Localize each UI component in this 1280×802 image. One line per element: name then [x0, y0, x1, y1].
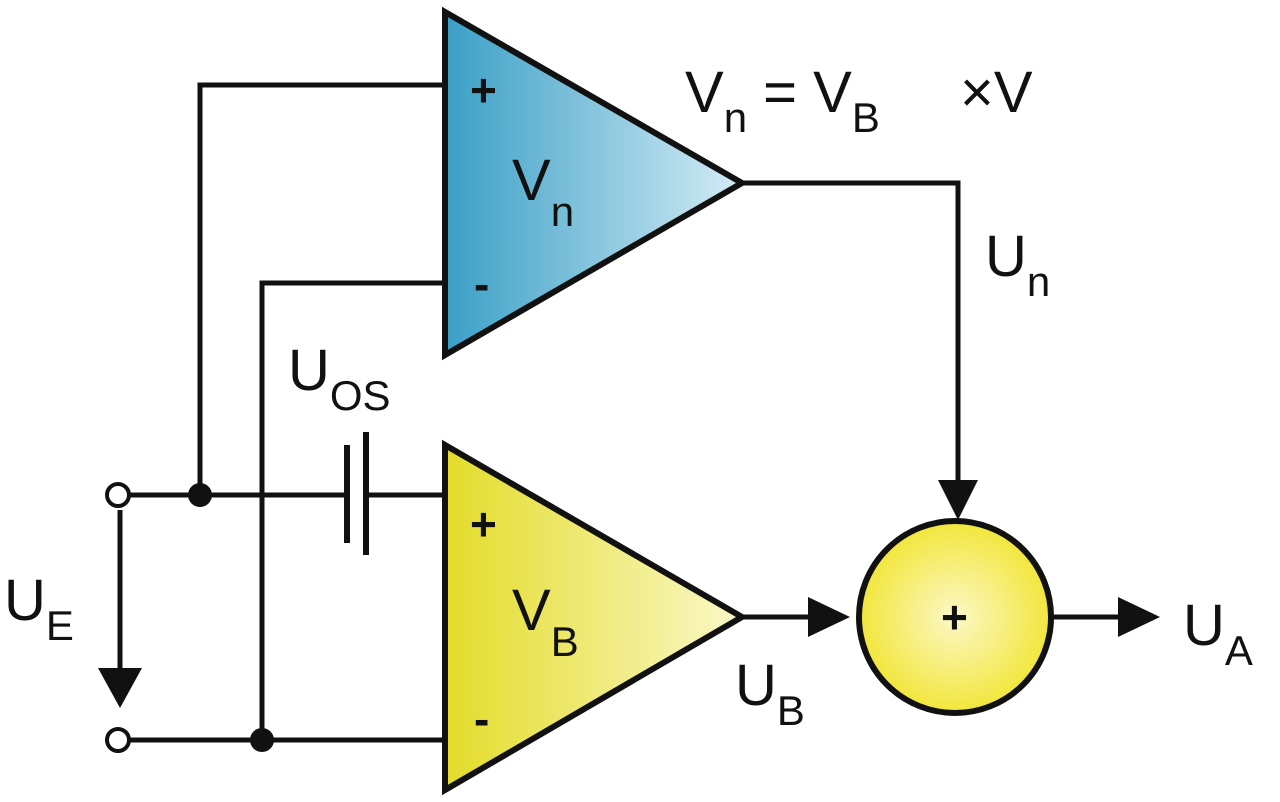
label-u-a-main: U — [1183, 593, 1225, 658]
label-u-e-sub: E — [46, 602, 74, 649]
amp-bottom-label-sub: B — [551, 618, 579, 665]
eq-equals-vb: = V — [747, 60, 852, 125]
terminal-lower — [105, 727, 131, 753]
amp-top-label-sub: n — [551, 188, 574, 235]
amp-bottom-minus-sign: - — [474, 693, 489, 745]
arrow-u-b-icon — [808, 597, 850, 637]
amp-bottom-plus-sign: + — [470, 498, 497, 550]
summer-plus-sign: + — [941, 591, 968, 643]
label-u-e: UE — [4, 568, 74, 649]
label-u-b-main: U — [735, 653, 777, 718]
amp-top-label: Vn — [512, 148, 574, 235]
label-u-b-sub: B — [777, 687, 805, 734]
label-u-a-sub: A — [1225, 627, 1253, 674]
label-u-n: Un — [985, 224, 1050, 305]
label-u-n-sub: n — [1027, 258, 1050, 305]
terminal-upper — [105, 482, 131, 508]
label-u-a: UA — [1183, 593, 1253, 674]
wire-top-minus — [259, 280, 445, 740]
amplifier-bottom — [442, 439, 748, 796]
arrow-u-n-icon — [938, 480, 978, 520]
amp-bottom-label: VB — [512, 578, 579, 665]
label-u-b: UB — [735, 653, 805, 734]
arrow-u-e-icon — [98, 668, 142, 708]
eq-vb-sub: B — [852, 94, 880, 141]
label-u-os-sub: OS — [330, 372, 391, 419]
label-u-e-main: U — [4, 568, 46, 633]
junction-lower — [250, 728, 274, 752]
wire-top-plus — [197, 82, 445, 495]
amp-bottom-label-main: V — [512, 578, 551, 643]
label-u-os: UOS — [288, 338, 391, 419]
label-u-os-main: U — [288, 338, 330, 403]
eq-v: V — [685, 60, 724, 125]
amp-top-plus-sign: + — [470, 64, 497, 116]
gain-equation: Vn = VB — [685, 60, 880, 141]
amp-top-minus-sign: - — [474, 258, 489, 310]
amplifier-top — [442, 6, 748, 361]
eq-tail: ×V — [960, 60, 1033, 125]
summing-junction — [856, 518, 1054, 716]
wire-u-n — [740, 180, 961, 485]
arrow-u-a-icon — [1118, 597, 1160, 637]
eq-v-sub: n — [724, 94, 747, 141]
label-u-n-main: U — [985, 224, 1027, 289]
amp-top-label-main: V — [512, 148, 551, 213]
junction-upper — [188, 483, 212, 507]
